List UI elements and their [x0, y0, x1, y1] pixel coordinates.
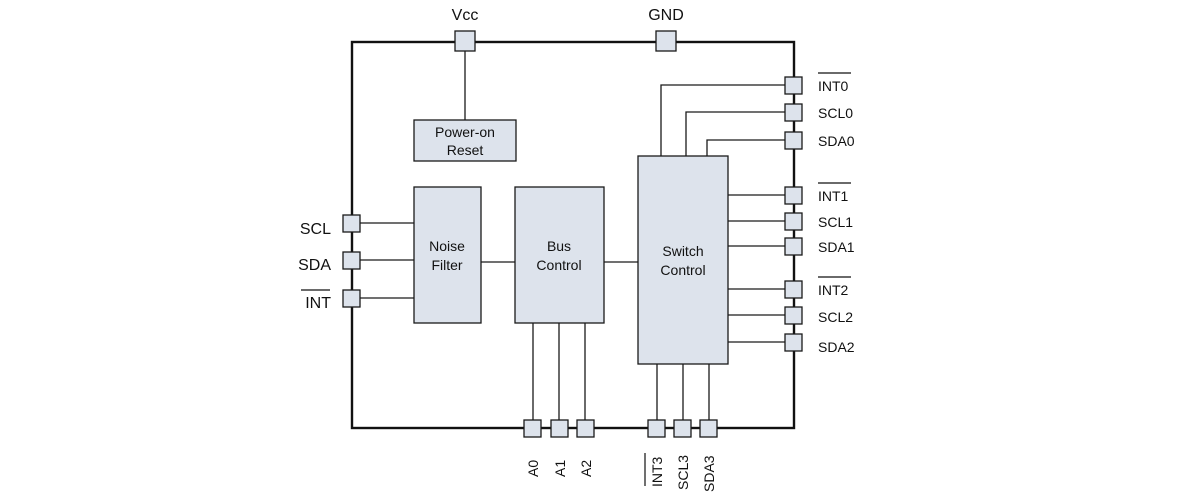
pin-label-sda: SDA [298, 257, 331, 274]
pin-pad-sda [342, 251, 361, 270]
pin-pad-int1 [784, 186, 803, 205]
bus-control-block: Bus Control [514, 186, 605, 324]
pin-pad-scl3 [673, 419, 692, 438]
pin-pad-vcc [454, 30, 476, 52]
top-pins: Vcc GND [452, 7, 684, 52]
noise-filter-label-2: Filter [431, 257, 462, 273]
pin-label-int3: INT3 [649, 456, 665, 487]
pin-pad-scl [342, 214, 361, 233]
pin-label-a2: A2 [578, 460, 594, 477]
pin-pad-sda3 [699, 419, 718, 438]
power-on-reset-label-2: Reset [447, 142, 484, 158]
noise-filter-label-1: Noise [429, 238, 465, 254]
pin-label-vcc: Vcc [452, 7, 479, 24]
chip-outline [350, 40, 796, 430]
wires [360, 51, 785, 420]
pin-pad-int0 [784, 76, 803, 95]
pin-label-int2: INT2 [818, 282, 849, 298]
power-on-reset-block: Power-on Reset [413, 119, 517, 162]
pin-label-scl1: SCL1 [818, 214, 853, 230]
pin-label-sda1: SDA1 [818, 239, 855, 255]
pin-label-sda0: SDA0 [818, 133, 855, 149]
pin-label-sda2: SDA2 [818, 339, 855, 355]
pin-pad-scl2 [784, 306, 803, 325]
switch-control-block: Switch Control [637, 155, 729, 365]
noise-filter-block: Noise Filter [413, 186, 482, 324]
pin-label-sda3: SDA3 [701, 455, 717, 492]
pin-pad-sda1 [784, 237, 803, 256]
pin-label-a0: A0 [525, 460, 541, 477]
pin-pad-sda0 [784, 131, 803, 150]
pin-pad-int2 [784, 280, 803, 299]
bottom-pins: A0 A1 A2 INT3 SCL3 SDA3 [523, 419, 718, 492]
pin-pad-scl1 [784, 212, 803, 231]
pin-pad-gnd [655, 30, 677, 52]
switch-control-label-2: Control [660, 262, 705, 278]
pin-label-scl2: SCL2 [818, 309, 853, 325]
pin-label-int1: INT1 [818, 188, 849, 204]
pin-label-int0: INT0 [818, 78, 849, 94]
pin-pad-int3 [647, 419, 666, 438]
pin-label-a1: A1 [552, 460, 568, 477]
pin-pad-sda2 [784, 333, 803, 352]
bus-control-label-1: Bus [547, 238, 571, 254]
pin-pad-int [342, 289, 361, 308]
pin-label-scl0: SCL0 [818, 105, 853, 121]
pin-pad-scl0 [784, 103, 803, 122]
pin-label-scl3: SCL3 [675, 455, 691, 490]
switch-control-label-1: Switch [662, 243, 703, 259]
pin-pad-a2 [576, 419, 595, 438]
pin-pad-a1 [550, 419, 569, 438]
power-on-reset-label-1: Power-on [435, 124, 495, 140]
right-pins: INT0 SCL0 SDA0 INT1 SCL1 SDA1 INT2 SCL2 … [784, 72, 855, 355]
pin-label-gnd: GND [648, 7, 684, 24]
left-pins: SCL SDA INT [298, 214, 361, 312]
bus-control-label-2: Control [536, 257, 581, 273]
pin-label-int: INT [305, 295, 331, 312]
pin-label-scl: SCL [300, 221, 331, 238]
pin-pad-a0 [523, 419, 542, 438]
